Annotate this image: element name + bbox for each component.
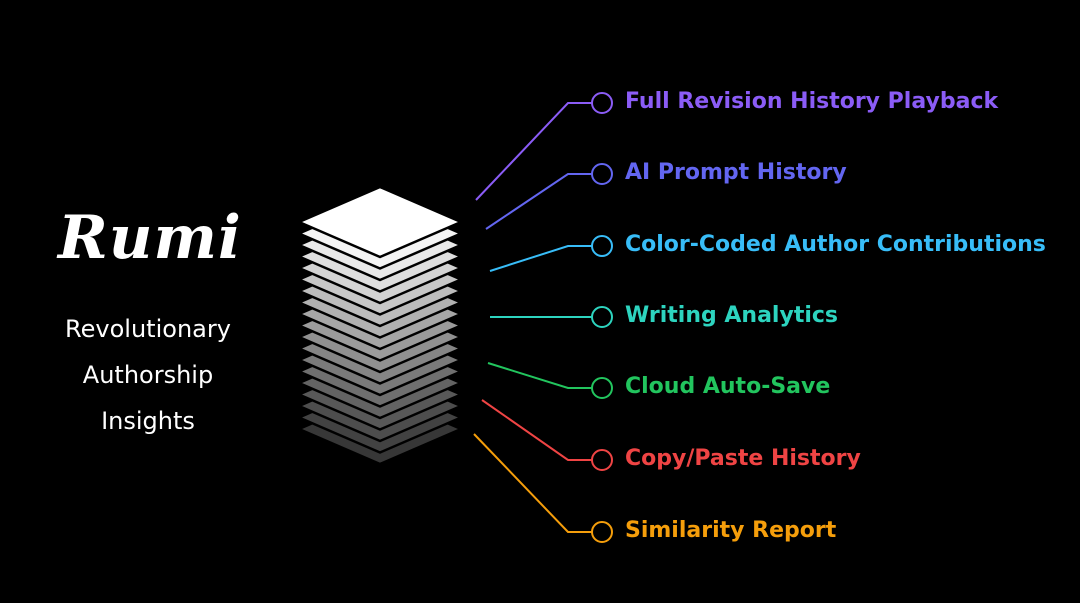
connector-line [485,173,592,230]
connector-lines [473,92,613,543]
feature-label: Full Revision History Playback [625,89,999,114]
feature-label: Writing Analytics [625,303,839,328]
feature-label: Similarity Report [625,518,837,543]
tagline-line: Authorship [82,361,214,389]
connector-node-icon [591,449,613,471]
connector-line [475,102,592,201]
connector-node-icon [591,377,613,399]
document-stack-icon [297,185,463,466]
connector-node-icon [591,163,613,185]
connector-node-icon [591,306,613,328]
document-sheet [297,185,463,259]
connector-node-icon [591,235,613,257]
feature-label: Color-Coded Author Contributions [625,232,1046,257]
connector-line [481,399,592,461]
tagline: Revolutionary Authorship Insights [48,306,248,444]
connector-line [473,433,592,533]
feature-label: Copy/Paste History [625,446,861,471]
tagline-line: Insights [101,407,195,435]
connector-node-icon [591,92,613,114]
rumi-logo: Rumi [58,203,242,273]
connector-line [487,362,592,389]
feature-label: AI Prompt History [625,160,847,185]
tagline-line: Revolutionary [65,315,231,343]
connector-line [489,245,592,272]
feature-label: Cloud Auto-Save [625,374,831,399]
connector-node-icon [591,521,613,543]
